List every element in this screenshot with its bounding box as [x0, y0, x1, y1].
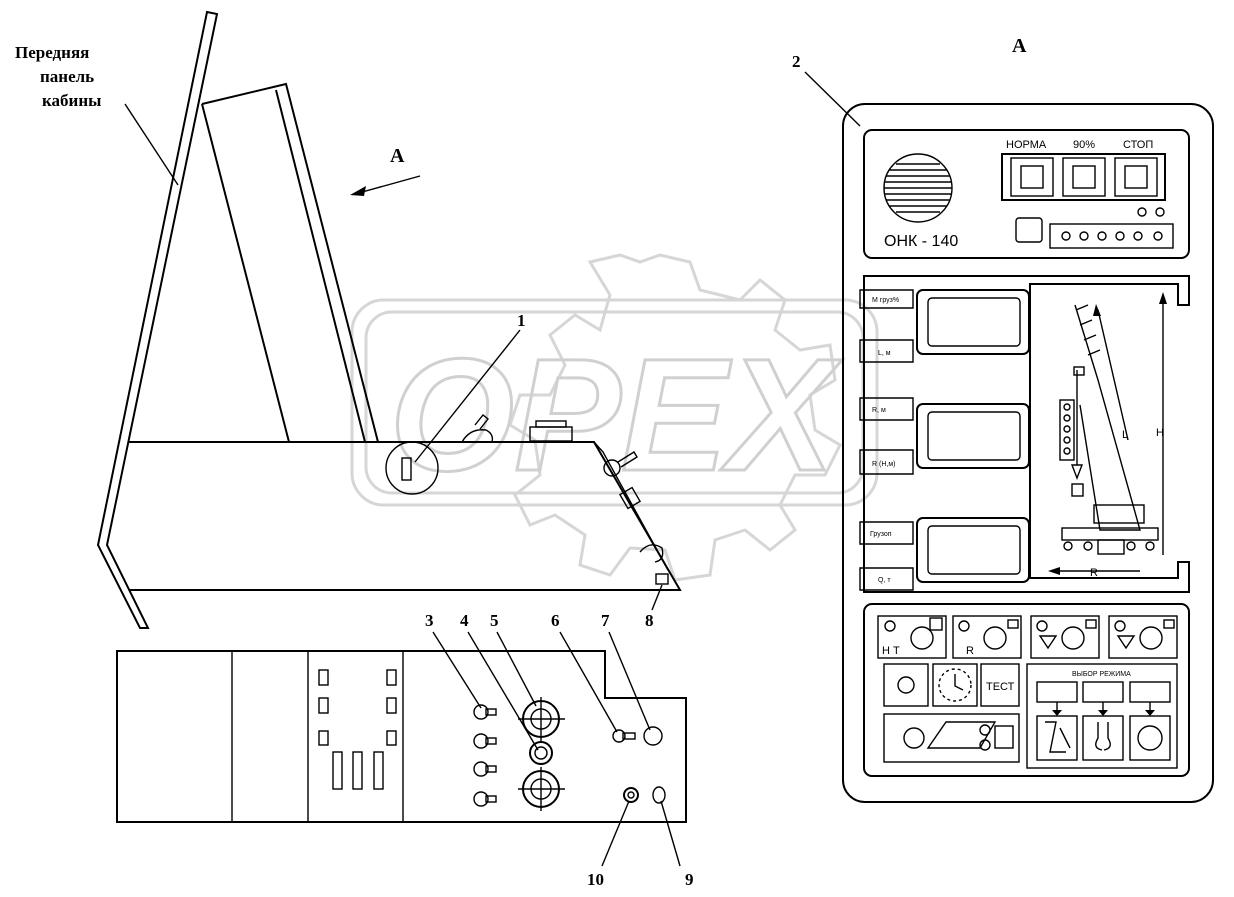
leader-9 — [660, 800, 681, 867]
crane-label-r: R — [1090, 567, 1098, 579]
key-label-ht: Н Т — [882, 645, 900, 657]
display-label-capacity: Грузоп — [870, 531, 892, 538]
view-label-right: А — [1012, 35, 1027, 57]
dials — [518, 697, 565, 811]
crane-label-h: H — [1156, 427, 1164, 439]
watermark-logo: OPEX — [350, 253, 879, 582]
leader-3 — [432, 631, 482, 709]
mode-key-3[interactable] — [1129, 715, 1171, 761]
key-radius[interactable] — [952, 615, 1022, 659]
key-angle-2[interactable] — [1108, 615, 1178, 659]
key-long[interactable] — [883, 713, 1020, 763]
callout-6: 6 — [551, 611, 560, 630]
display-label-radius-h: R (Н,м) — [872, 461, 895, 468]
callout-9: 9 — [685, 870, 694, 889]
crane-schematic: L H R — [1048, 292, 1167, 579]
onk-panel: НОРМА 90% СТОП ОНК - 140 М груз% L, м R,… — [842, 103, 1214, 803]
indicator-norma-label: НОРМА — [1006, 139, 1047, 151]
leader-8 — [651, 584, 663, 611]
caption-front-panel-line2: панель — [40, 67, 94, 86]
display-label-q: Q, т — [878, 577, 891, 584]
leader-front-panel — [124, 103, 179, 186]
view-label-left: А — [390, 145, 405, 167]
mode-select-group — [1026, 663, 1178, 769]
device-name: ОНК - 140 — [884, 233, 958, 250]
key-label-r: R — [966, 645, 974, 657]
console-front-view — [116, 650, 687, 823]
mode-select-label: ВЫБОР РЕЖИМА — [1072, 671, 1131, 678]
indicator-90-label: 90% — [1073, 139, 1095, 151]
indicator-stop-label: СТОП — [1123, 139, 1153, 151]
display-label-radius: R, м — [872, 407, 886, 414]
leader-7 — [608, 631, 651, 731]
crane-label-l: L — [1122, 429, 1128, 441]
callout-10: 10 — [587, 870, 604, 889]
caption-front-panel-line1: Передняя — [15, 43, 89, 62]
leader-10 — [601, 800, 630, 867]
leader-6 — [559, 631, 618, 733]
key-angle-1[interactable] — [1030, 615, 1100, 659]
key-clock[interactable] — [932, 663, 978, 707]
callout-7: 7 — [601, 611, 610, 630]
mode-key-2[interactable] — [1082, 715, 1124, 761]
leader-4 — [467, 631, 539, 751]
leader-1 — [414, 329, 521, 463]
callout-8: 8 — [645, 611, 654, 630]
toggle-switches — [473, 704, 497, 807]
cabin-side-view — [96, 10, 682, 629]
test-button-label: ТЕСТ — [986, 681, 1015, 693]
key-height-top[interactable] — [877, 615, 947, 659]
callout-5: 5 — [490, 611, 499, 630]
leader-2 — [804, 71, 861, 127]
display-label-load: М груз% — [872, 297, 899, 304]
test-button[interactable] — [980, 663, 1020, 707]
leader-5 — [496, 631, 537, 707]
callout-2: 2 — [792, 52, 801, 71]
callout-1: 1 — [517, 311, 526, 330]
display-label-length: L, м — [878, 350, 891, 357]
square-button[interactable] — [1015, 217, 1043, 243]
key-row-1: Н Т R — [877, 615, 1178, 659]
mode-key-1[interactable] — [1036, 715, 1078, 761]
caption-front-panel-line3: кабины — [42, 91, 101, 110]
callout-4: 4 — [460, 611, 469, 630]
key-round[interactable] — [883, 663, 929, 707]
speaker-grille — [883, 153, 953, 223]
callout-3: 3 — [425, 611, 434, 630]
